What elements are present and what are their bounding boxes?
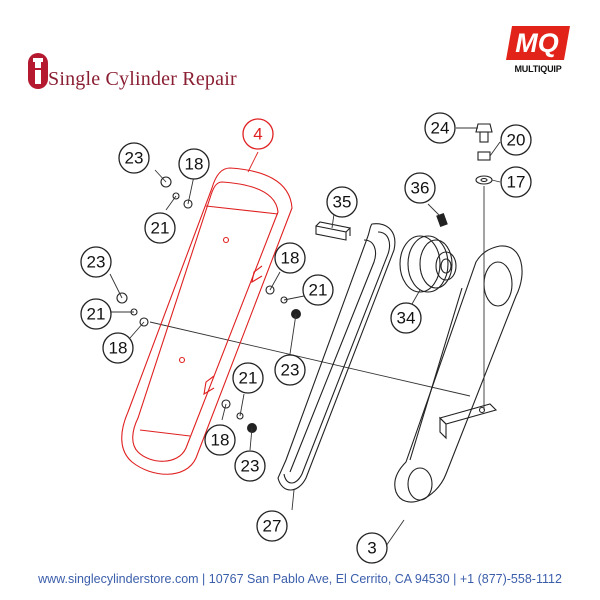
callout-label: 18	[185, 155, 204, 174]
callout-21: 21	[144, 212, 176, 244]
callout-label: 23	[87, 253, 106, 272]
callout-label: 34	[397, 309, 416, 328]
callout-36: 36	[404, 172, 436, 204]
bracket-part	[394, 245, 523, 503]
callout-circle	[204, 424, 236, 456]
callout-label: 21	[151, 219, 170, 238]
callout-4: 4	[242, 118, 274, 150]
callout-circle	[302, 274, 334, 306]
callout-34: 34	[390, 302, 422, 334]
callout-18: 18	[204, 424, 236, 456]
callout-circle	[356, 532, 388, 564]
callout-18: 18	[178, 148, 210, 180]
callout-label: 24	[431, 119, 450, 138]
callout-label: 21	[239, 369, 258, 388]
callout-23: 23	[274, 354, 306, 386]
set-screw-part	[436, 212, 448, 228]
mq-mark: MQ	[515, 28, 559, 58]
callout-18: 18	[274, 242, 306, 274]
bolt-stack-part	[475, 123, 493, 410]
callout-circle	[390, 302, 422, 334]
belt-cover-part	[121, 167, 293, 475]
callout-label: 23	[125, 149, 144, 168]
callout-circle	[424, 112, 456, 144]
callout-17: 17	[500, 166, 532, 198]
callout-23: 23	[234, 450, 266, 482]
key-part	[315, 221, 352, 241]
callout-label: 17	[507, 173, 526, 192]
callout-circle	[102, 332, 134, 364]
belt-part	[277, 223, 396, 491]
callout-circle	[234, 450, 266, 482]
callout-circle	[80, 246, 112, 278]
callout-circle	[242, 118, 274, 150]
callout-label: 27	[263, 517, 282, 536]
callout-23: 23	[80, 246, 112, 278]
callout-circle	[500, 166, 532, 198]
callout-27: 27	[256, 510, 288, 542]
callout-23: 23	[118, 142, 150, 174]
header: Single Cylinder Repair MQ MULTIQUIP	[0, 0, 600, 100]
callout-label: 23	[241, 457, 260, 476]
cover-hardware-part	[116, 176, 301, 433]
callout-label: 20	[507, 131, 526, 150]
multiquip-name: MULTIQUIP	[514, 64, 562, 74]
callout-18: 18	[102, 332, 134, 364]
footer-contact: www.singlecylinderstore.com | 10767 San …	[38, 572, 562, 586]
callout-label: 23	[281, 361, 300, 380]
callout-label: 4	[253, 125, 262, 144]
callout-label: 21	[309, 281, 328, 300]
pulley-part	[399, 235, 457, 293]
multiquip-logo-icon	[506, 26, 570, 60]
callout-circle	[404, 172, 436, 204]
callout-circle	[232, 362, 264, 394]
callout-3: 3	[356, 532, 388, 564]
callout-21: 21	[302, 274, 334, 306]
callout-35: 35	[326, 186, 358, 218]
brand-logo-icon	[28, 53, 48, 89]
brand-name: Single Cylinder Repair	[48, 68, 237, 90]
callout-20: 20	[500, 124, 532, 156]
assembly-axis-line	[149, 321, 471, 397]
callout-circle	[80, 298, 112, 330]
callout-circle	[118, 142, 150, 174]
callout-21: 21	[232, 362, 264, 394]
callout-label: 36	[411, 179, 430, 198]
callout-label: 35	[333, 193, 352, 212]
callout-circle	[326, 186, 358, 218]
callout-leaders	[109, 127, 501, 547]
callout-circle	[274, 242, 306, 274]
callout-circle	[500, 124, 532, 156]
callout-24: 24	[424, 112, 456, 144]
callout-label: 18	[109, 339, 128, 358]
callout-circle	[274, 354, 306, 386]
callout-label: 18	[281, 249, 300, 268]
callout-circle	[256, 510, 288, 542]
callout-circle	[144, 212, 176, 244]
callout-label: 21	[87, 305, 106, 324]
callout-label: 3	[367, 539, 376, 558]
callout-label: 18	[211, 431, 230, 450]
callout-circle	[178, 148, 210, 180]
callout-21: 21	[80, 298, 112, 330]
